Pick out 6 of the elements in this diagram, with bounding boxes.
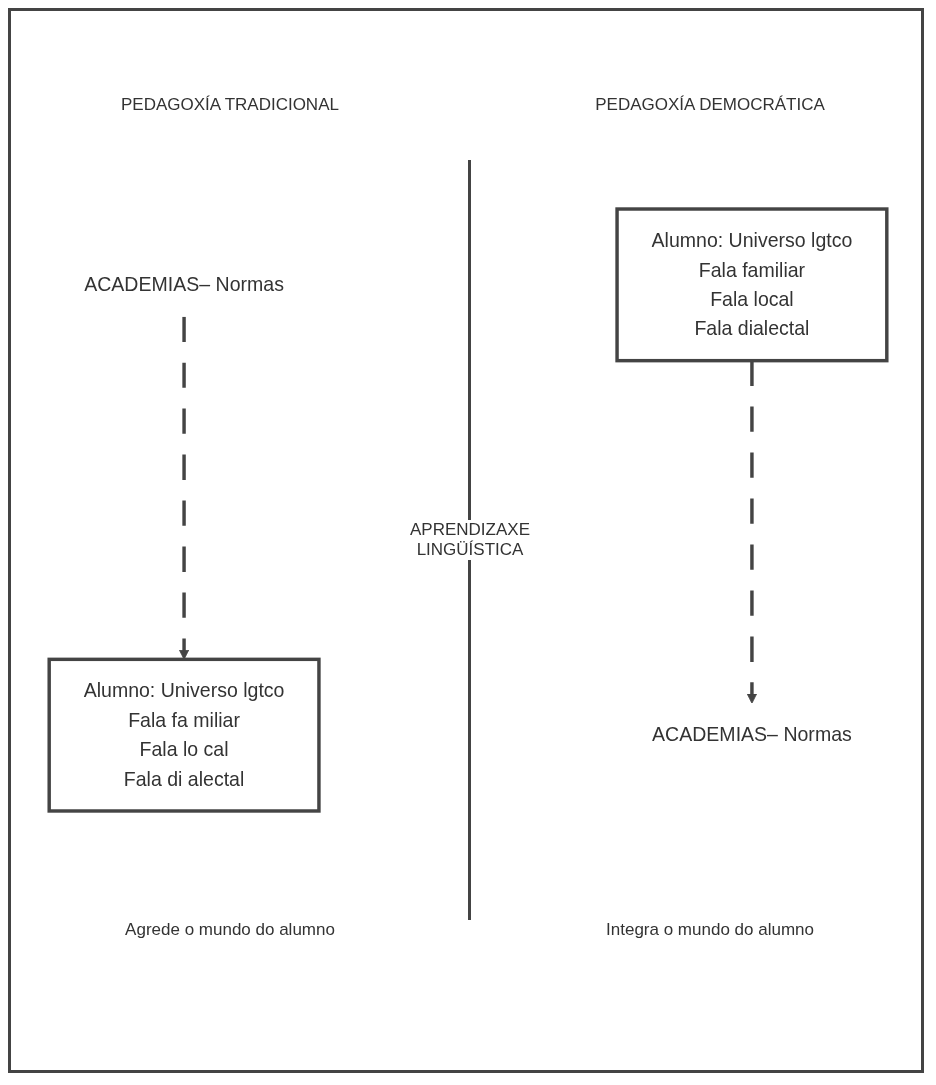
arrow [746,360,757,704]
node-text: ACADEMIAS– Normas [84,273,284,296]
node-box: Alumno: Universo lgtco Fala familiar Fala local Fala dialectal [615,207,889,363]
node-text: ACADEMIAS– Normas [652,723,852,746]
arrow [179,316,190,660]
node-box: Alumno: Universo lgtco Fala fa miliar Fala lo cal Fala di alectal [47,657,321,813]
